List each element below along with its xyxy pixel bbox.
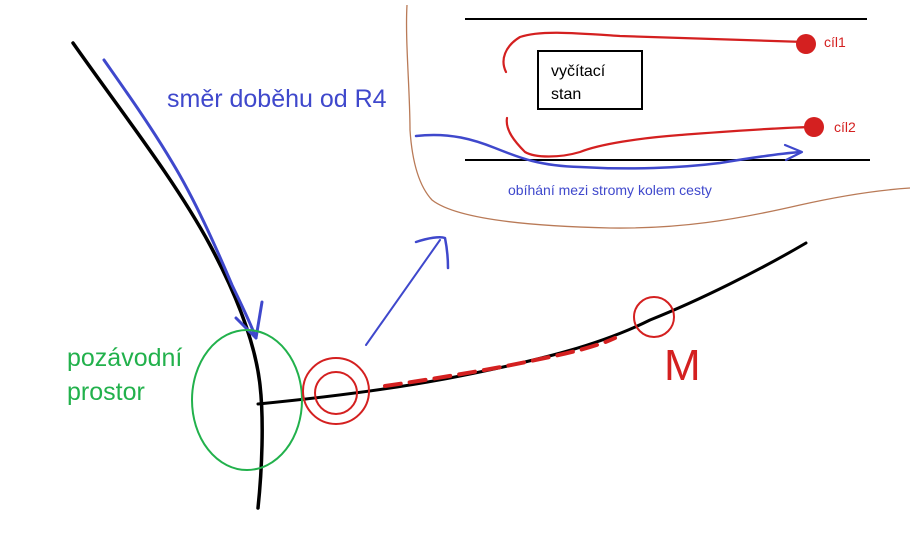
inset-pointer-arrowhead — [414, 235, 450, 270]
post-race-area-label-2: prostor — [67, 378, 145, 406]
route-to-finish2 — [505, 116, 814, 158]
finish1-label: cíl1 — [824, 34, 846, 50]
marker-m-label: M — [664, 341, 701, 390]
inset-pointer-line — [365, 239, 441, 346]
reading-tent-label-1: vyčítací — [551, 63, 606, 80]
junction-outer-circle — [302, 357, 370, 425]
finish1-dot — [796, 34, 816, 54]
around-trees-label: obíhání mezi stromy kolem cesty — [508, 182, 712, 198]
inset-frame — [405, 4, 911, 229]
marker-m-circle — [633, 296, 675, 338]
run-around-trees-path — [414, 133, 802, 170]
run-around-trees-arrowhead — [783, 143, 804, 162]
junction-inner-circle — [314, 371, 358, 415]
reading-tent-label-2: stan — [551, 86, 581, 103]
runoff-direction-arrowhead — [234, 300, 264, 340]
main-trail — [71, 41, 264, 510]
runoff-direction-label: směr doběhu od R4 — [167, 85, 387, 113]
reading-tent-box — [537, 50, 643, 110]
finish2-label: cíl2 — [834, 119, 856, 135]
runoff-direction-arrow — [102, 58, 258, 340]
branch-dashed-marking — [383, 336, 617, 388]
finish2-dot — [804, 117, 824, 137]
post-race-area-ellipse — [191, 329, 303, 471]
post-race-area-label-1: pozávodní — [67, 344, 182, 372]
route-to-finish1 — [502, 31, 807, 74]
branch-trail — [256, 241, 808, 406]
